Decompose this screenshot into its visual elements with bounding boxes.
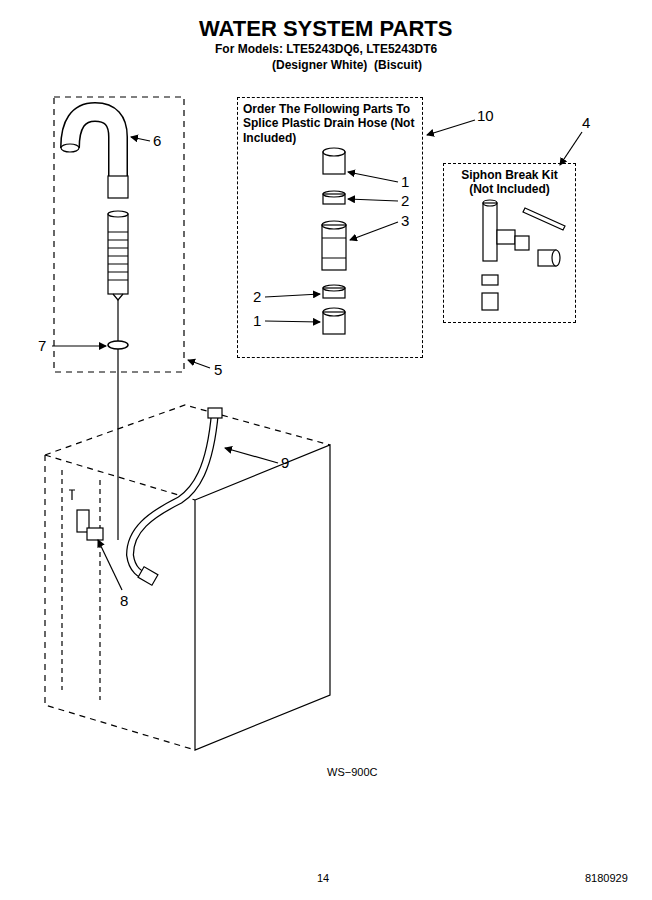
- dashed-parts-box: Order The Following Parts To Splice Plas…: [237, 97, 423, 358]
- callout-number: 4: [582, 114, 590, 131]
- callout-number: 3: [401, 212, 409, 229]
- color-name: (Biscuit): [374, 59, 422, 73]
- diagram-title: WATER SYSTEM PARTS: [199, 16, 452, 41]
- callout-number: 10: [477, 107, 494, 124]
- dashed-parts-box: Siphon Break Kit (Not Included): [443, 163, 576, 323]
- callout-number: 7: [38, 337, 46, 354]
- box-heading: Order The Following Parts To Splice Plas…: [243, 102, 423, 145]
- box-heading: Siphon Break Kit (Not Included): [450, 168, 570, 197]
- callout-number: 2: [253, 288, 261, 305]
- document-number: 8180929: [585, 872, 628, 885]
- model-list: For Models: LTE5243DQ6, LTE5243DT6: [215, 43, 437, 57]
- page-number: 14: [317, 872, 329, 885]
- callout-number: 5: [214, 361, 222, 378]
- drawing-code: WS−900C: [327, 766, 377, 779]
- callout-number: 1: [401, 173, 409, 190]
- callout-number: 6: [153, 132, 161, 149]
- color-name: (Designer White): [272, 59, 367, 73]
- callout-number: 2: [401, 192, 409, 209]
- callout-number: 8: [120, 592, 128, 609]
- callout-number: 9: [281, 454, 289, 471]
- callout-number: 1: [253, 312, 261, 329]
